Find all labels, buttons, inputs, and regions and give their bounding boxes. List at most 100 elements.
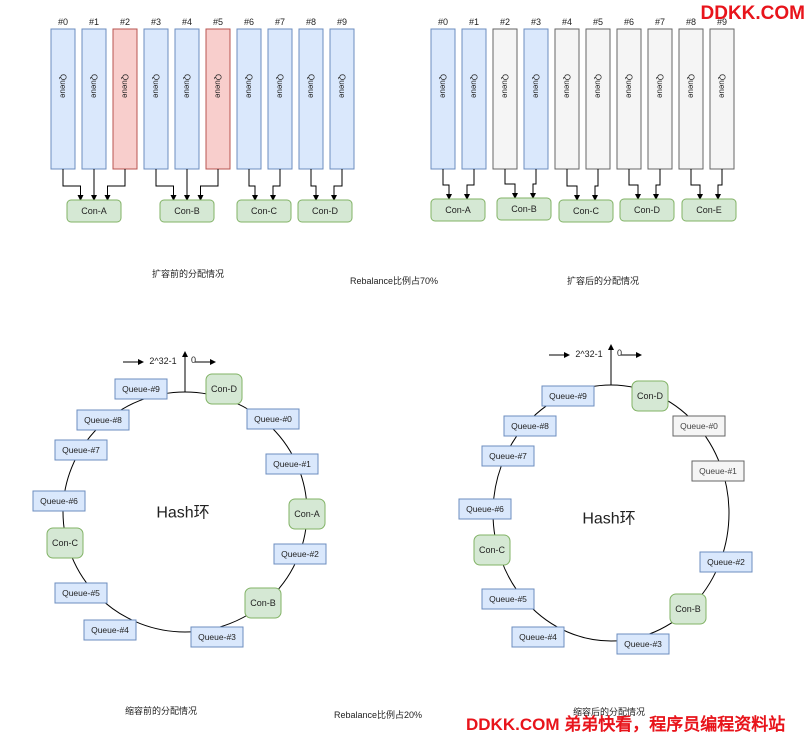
consumer-con-b [496,197,552,221]
ring-queue-queue-8 [503,415,557,437]
assignment-arrow [62,169,84,201]
ring-consumer-con-b [244,587,282,619]
queue-index-label: #1 [89,17,99,27]
ring-queue-label: Queue-#1 [273,459,311,469]
ring-queue-queue-1 [691,460,745,482]
consumer-con-a [66,199,122,223]
axis-max-label: 2^32-1 [149,356,176,366]
ring-queue-label: Queue-#2 [281,549,319,559]
ring-consumer-label: Con-B [675,604,701,614]
expansion-after-diagram: #0Queue#1Queue#2Queue#3Queue#4Queue#5Que… [430,17,737,223]
queue-box-4 [554,28,580,170]
ring-queue-label: Queue-#8 [511,421,549,431]
hash-ring-title: Hash环 [582,511,635,528]
assignment-arrow [442,169,452,200]
watermark-top: DDKK.COM [700,3,806,24]
ring-queue-label: Queue-#5 [489,594,527,604]
queue-index-label: #7 [275,17,285,27]
ring-queue-label: Queue-#9 [122,384,160,394]
queue-box-label: Queue [338,74,347,99]
ring-consumer-con-a [288,498,326,530]
queue-index-label: #8 [686,17,696,27]
ring-consumer-label: Con-A [294,509,320,519]
consumer-con-c [236,199,292,223]
queue-index-label: #0 [438,17,448,27]
consumer-label: Con-C [573,206,600,216]
queue-box-8 [298,28,324,170]
ring-queue-label: Queue-#6 [40,496,78,506]
queue-box-label: Queue [532,74,541,99]
consumer-con-d [619,198,675,222]
queue-box-3 [523,28,549,170]
shrink-ratio-caption: Rebalance比例占20% [334,710,423,720]
ring-queue-label: Queue-#2 [707,557,745,567]
queue-box-1 [81,28,107,170]
ring-queue-queue-8 [76,409,130,431]
queue-box-label: Queue [718,74,727,99]
queue-box-7 [647,28,673,170]
consumer-con-c [558,199,614,223]
queue-box-9 [709,28,735,170]
ring-queue-queue-0 [672,415,726,437]
queue-box-0 [430,28,456,170]
queue-box-label: Queue [152,74,161,99]
queue-index-label: #1 [469,17,479,27]
ring-queue-queue-7 [481,445,535,467]
ring-queue-queue-1 [265,453,319,475]
queue-box-2 [112,28,138,170]
ring-queue-label: Queue-#3 [198,632,236,642]
queue-box-label: Queue [563,74,572,99]
assignment-arrow [653,169,661,200]
queue-box-label: Queue [214,74,223,99]
queue-index-label: #7 [655,17,665,27]
ring-consumer-label: Con-B [250,598,276,608]
expansion-before-diagram: #0Queue#1Queue#2Queue#3Queue#4Queue#5Que… [50,17,355,223]
ring-queue-queue-4 [511,626,565,648]
axis-max-label: 2^32-1 [575,349,602,359]
ring-queue-queue-3 [190,626,244,648]
ring-queue-queue-6 [458,498,512,520]
assignment-arrow [464,169,475,200]
shrink-before-caption: 缩容前的分配情况 [125,706,198,716]
axis-zero-label: 0 [191,355,196,365]
queue-box-7 [267,28,293,170]
ring-queue-label: Queue-#0 [254,414,292,424]
consumer-label: Con-B [174,206,200,216]
ring-queue-label: Queue-#9 [549,391,587,401]
ring-queue-queue-6 [32,490,86,512]
queue-box-label: Queue [625,74,634,99]
queue-index-label: #8 [306,17,316,27]
queue-index-label: #0 [58,17,68,27]
ring-queue-label: Queue-#7 [489,451,527,461]
ring-consumer-label: Con-C [52,538,79,548]
ring-consumer-label: Con-D [637,391,664,401]
assignment-arrow [690,169,703,200]
queue-index-label: #4 [562,17,572,27]
ring-consumer-con-b [669,593,707,625]
queue-box-label: Queue [439,74,448,99]
ring-queue-label: Queue-#4 [91,625,129,635]
queue-box-5 [585,28,611,170]
queue-box-2 [492,28,518,170]
consumer-con-a [430,198,486,222]
ring-queue-label: Queue-#0 [680,421,718,431]
ring-queue-queue-5 [54,582,108,604]
queue-box-label: Queue [183,74,192,99]
assignment-arrow [270,169,281,201]
queue-box-4 [174,28,200,170]
ring-consumer-con-c [473,534,511,566]
ring-queue-label: Queue-#5 [62,588,100,598]
queue-box-label: Queue [687,74,696,99]
consumer-label: Con-D [634,205,661,215]
assignment-arrow [197,169,219,201]
ring-queue-label: Queue-#4 [519,632,557,642]
queue-index-label: #6 [244,17,254,27]
consumer-label: Con-E [696,205,722,215]
ring-queue-label: Queue-#3 [624,639,662,649]
ring-consumer-con-d [205,373,243,405]
expansion-ratio-caption: Rebalance比例占70% [350,276,439,286]
consumer-con-d [297,199,353,223]
queue-index-label: #5 [213,17,223,27]
